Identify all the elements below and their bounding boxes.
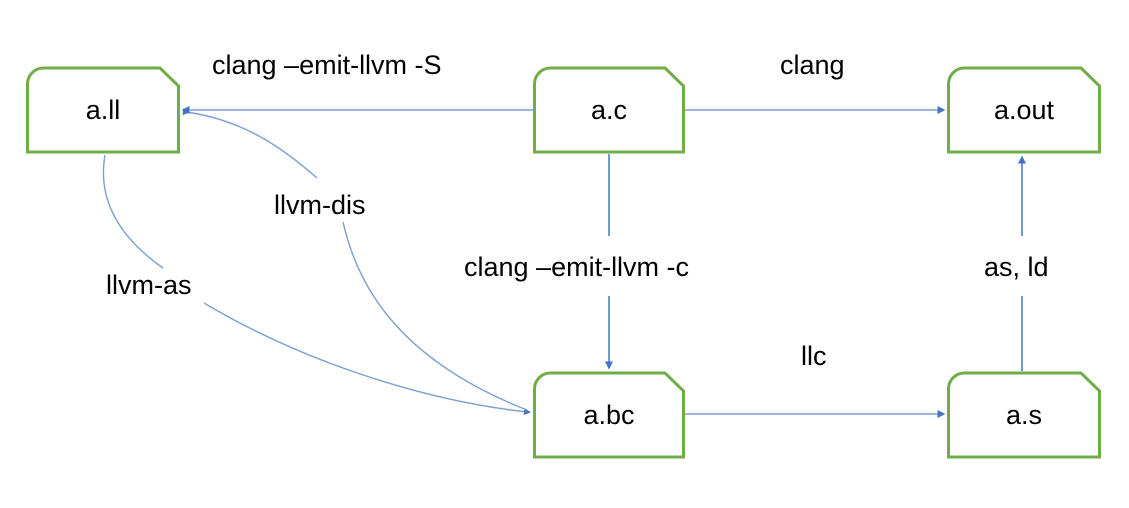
edge-abc-to-all [182,108,528,411]
node-a-c-label: a.c [590,94,628,125]
file-shape [947,371,1101,459]
node-a-out-label: a.out [993,94,1055,125]
node-a-bc-label: a.bc [583,399,635,430]
edge-label-llvm-as: llvm-as [103,272,195,299]
node-a-ll[interactable]: a.ll [26,66,180,154]
node-a-out[interactable]: a.out [947,66,1101,154]
file-shape [947,66,1101,154]
edge-label-clang: clang [777,52,848,79]
edge-label-as-ld: as, ld [981,254,1052,281]
node-a-c[interactable]: a.c [533,66,685,154]
edge-label-clang-emit-llvm-s: clang –emit-llvm -S [209,52,445,79]
node-a-s[interactable]: a.s [947,371,1101,459]
file-shape [533,371,685,459]
edge-all-to-abc [102,154,531,416]
node-a-s-label: a.s [1005,399,1043,430]
node-a-bc[interactable]: a.bc [533,371,685,459]
edge-label-clang-emit-llvm-c: clang –emit-llvm -c [461,254,693,281]
edge-label-llvm-dis: llvm-dis [271,192,369,219]
node-a-ll-label: a.ll [85,94,121,125]
edge-label-llc: llc [798,343,830,370]
file-shape [533,66,685,154]
file-shape [26,66,180,154]
